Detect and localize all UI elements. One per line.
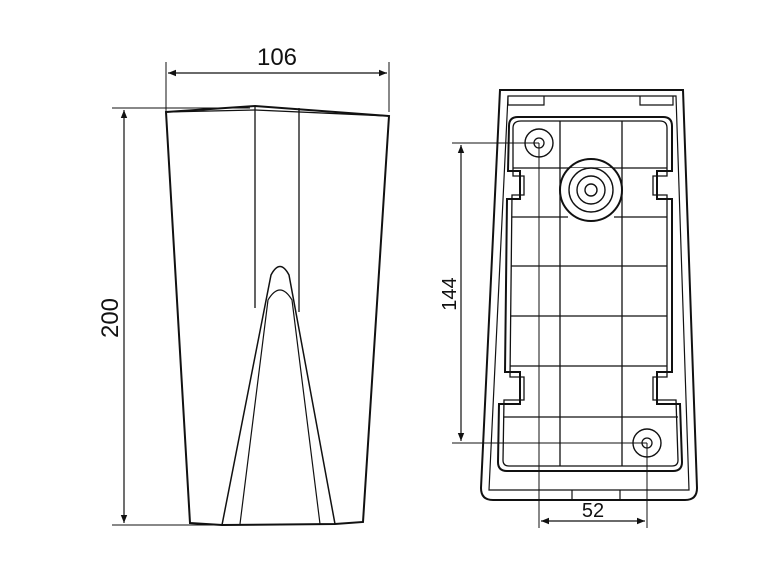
mounting-plate-outer	[496, 116, 684, 472]
back-top-notch-right	[639, 96, 674, 106]
mounting-plate-inner	[502, 120, 679, 467]
back-view: 144 52	[439, 89, 699, 528]
back-housing-outer	[479, 89, 699, 501]
width-dimension-label: 106	[257, 44, 297, 71]
side-v-notch-outer	[221, 265, 336, 526]
height-dimension-label: 200	[97, 298, 124, 338]
side-body-outline	[164, 104, 391, 527]
central-boss-outer	[559, 158, 623, 222]
side-v-notch-inner	[239, 289, 321, 525]
central-boss-ring	[568, 167, 614, 213]
central-boss-inner	[576, 175, 606, 205]
back-bottom-foot	[571, 490, 621, 500]
central-boss-hole	[584, 183, 598, 197]
vertical-spacing-label: 144	[439, 277, 461, 310]
back-housing-inner	[488, 95, 690, 491]
horizontal-spacing-label: 52	[582, 500, 604, 522]
back-top-notch-left	[507, 96, 545, 106]
side-view: 106 200	[97, 44, 391, 527]
